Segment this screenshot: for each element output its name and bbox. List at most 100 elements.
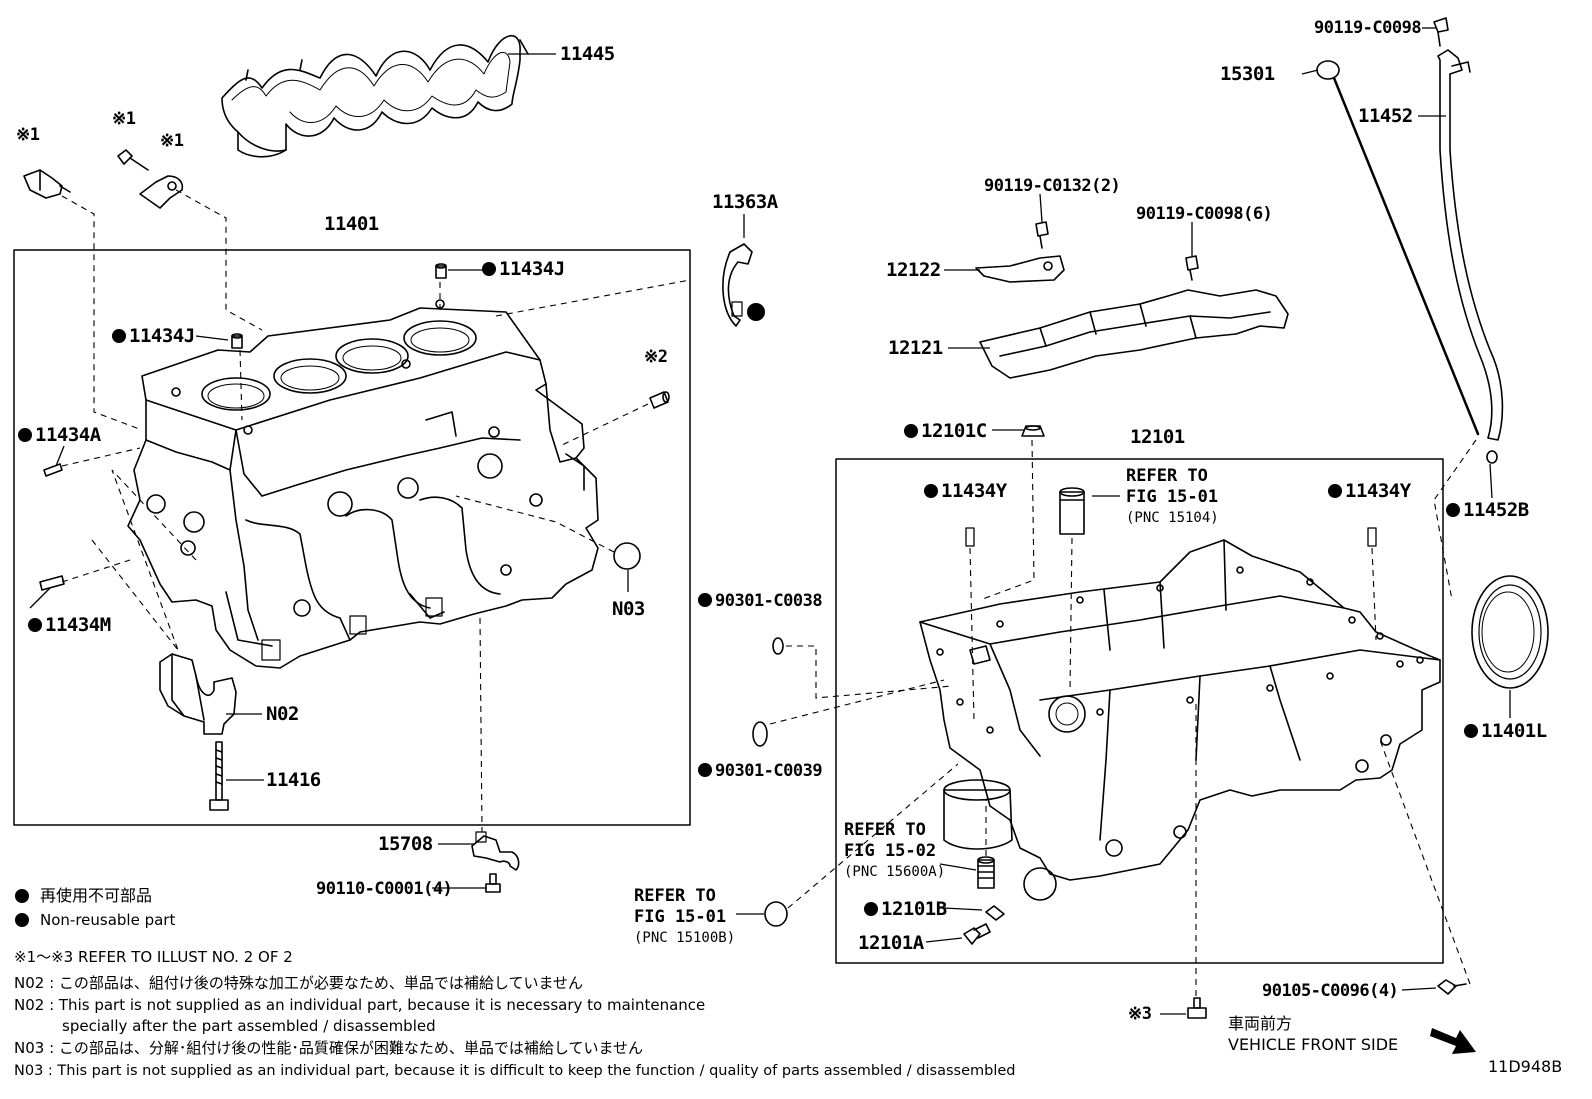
note-refer-illust: ※1〜※3 REFER TO ILLUST NO. 2 OF 2 (14, 948, 293, 966)
sensor-11363A (722, 243, 753, 327)
vehicle-front-arrow (1430, 1028, 1476, 1054)
non-reusable-icon (1328, 484, 1342, 498)
label-11452B[interactable]: 11452B (1446, 499, 1529, 521)
bracket-12122 (975, 255, 1065, 283)
bearing-cap-N02 (159, 653, 237, 735)
pin-11434M (39, 575, 65, 591)
label-N03[interactable]: N03 (612, 598, 645, 620)
cylinder-block-11401 (127, 299, 599, 669)
refer-fig-15-02-pnc-15600A[interactable]: REFER TO FIG 15-02 (PNC 15600A) (844, 820, 946, 880)
mark-1a: ※1 (16, 125, 40, 145)
plug-N03 (613, 542, 641, 570)
bore-4 (403, 320, 477, 356)
filter-15600A (977, 856, 995, 889)
pin-11434A (43, 463, 63, 477)
oil-seal-11401L (1471, 575, 1549, 689)
mark-1b: ※1 (112, 109, 136, 129)
label-11452[interactable]: 11452 (1358, 105, 1413, 127)
note-n03-en: N03 : This part is not supplied as an in… (14, 1063, 1016, 1079)
label-11445[interactable]: 11445 (560, 43, 615, 65)
plug-11434J-left (231, 333, 243, 349)
baffle-plate-12121 (979, 289, 1289, 379)
label-11434J-left[interactable]: 11434J (112, 325, 195, 347)
bolt-90105 (1437, 979, 1467, 995)
label-11434M[interactable]: 11434M (28, 614, 111, 636)
note-n02-en-2: specially after the part assembled / dis… (62, 1017, 436, 1035)
insulator-11445 (221, 34, 529, 158)
non-reusable-icon (482, 262, 496, 276)
label-N02[interactable]: N02 (266, 703, 299, 725)
drain-plug-12101A (963, 923, 991, 945)
bore-1 (201, 377, 271, 411)
label-12101[interactable]: 12101 (1130, 426, 1185, 448)
note-n02-en-1: N02 : This part is not supplied as an in… (14, 996, 706, 1014)
mark-3: ※3 (1128, 1004, 1152, 1024)
o-ring-11452B (1486, 450, 1498, 464)
refer-fig-15-01-pnc-15104[interactable]: REFER TO FIG 15-01 (PNC 15104) (1126, 466, 1219, 526)
label-90301-c0039[interactable]: 90301-C0039 (698, 760, 823, 782)
sensor-mark1c (139, 175, 184, 209)
label-11416[interactable]: 11416 (266, 769, 321, 791)
pin-11434Y-right (1367, 527, 1377, 547)
plug-11434J-top (435, 263, 447, 279)
label-90119-c0132[interactable]: 90119-C0132(2) (984, 176, 1121, 196)
mark-1c: ※1 (160, 131, 184, 151)
bolt-11416 (209, 741, 229, 811)
note-n03-jp: N03 : この部品は、分解･組付け後の性能･品質確保が困難なため、単品では補給… (14, 1039, 644, 1057)
o-ring-90301-c0038 (772, 637, 784, 655)
bolt-90119-c0098-6 (1185, 255, 1199, 281)
o-ring-15100B (764, 901, 788, 927)
gasket-12101B (985, 905, 1005, 921)
non-reusable-icon (1464, 724, 1478, 738)
non-reusable-dot-11363A (747, 303, 765, 321)
non-reusable-icon (112, 329, 126, 343)
label-12101B[interactable]: 12101B (864, 898, 947, 920)
legend-non-reusable-en: Non-reusable part (40, 911, 176, 929)
refer-fig-15-01-pnc-15100B[interactable]: REFER TO FIG 15-01 (PNC 15100B) (634, 886, 736, 946)
legend-non-reusable-jp: 再使用不可部品 (40, 886, 153, 905)
legend-dot-jp (15, 889, 29, 903)
o-ring-90301-c0039 (752, 721, 768, 747)
non-reusable-icon (864, 902, 878, 916)
non-reusable-icon (18, 428, 32, 442)
label-90105-c0096[interactable]: 90105-C0096(4) (1262, 981, 1399, 1001)
plug-12101C (1021, 425, 1045, 437)
label-15301[interactable]: 15301 (1220, 63, 1275, 85)
label-12122[interactable]: 12122 (886, 259, 941, 281)
oil-pan-12101 (919, 539, 1441, 901)
label-11401[interactable]: 11401 (324, 213, 379, 235)
label-15708[interactable]: 15708 (378, 833, 433, 855)
label-11434Y-left[interactable]: 11434Y (924, 480, 1007, 502)
label-12101A[interactable]: 12101A (858, 932, 924, 954)
block-frame (13, 249, 691, 826)
vehicle-front-en: VEHICLE FRONT SIDE (1228, 1035, 1399, 1054)
non-reusable-icon (924, 484, 938, 498)
label-12121[interactable]: 12121 (888, 337, 943, 359)
label-11363A[interactable]: 11363A (712, 191, 778, 213)
oil-jet-15708 (471, 831, 520, 871)
label-11434A[interactable]: 11434A (18, 424, 101, 446)
note-n02-jp: N02 : この部品は、組付け後の特殊な加工が必要なため、単品では補給していませ… (14, 974, 584, 992)
bolt-90119-c0098 (1433, 17, 1449, 47)
label-11434Y-right[interactable]: 11434Y (1328, 480, 1411, 502)
label-90119-c0098-6[interactable]: 90119-C0098(6) (1136, 204, 1273, 224)
label-12101C[interactable]: 12101C (904, 420, 987, 442)
non-reusable-icon (904, 424, 918, 438)
strainer-15104 (1059, 487, 1085, 535)
bolt-90110 (485, 873, 501, 893)
label-11401L[interactable]: 11401L (1464, 720, 1547, 742)
legend-dot-en (15, 913, 29, 927)
non-reusable-icon (698, 763, 712, 777)
vehicle-front-jp: 車両前方 (1228, 1014, 1293, 1033)
label-90110-c0001[interactable]: 90110-C0001(4) (316, 879, 453, 899)
bore-2 (273, 358, 347, 394)
oil-pan-frame (835, 458, 1444, 964)
label-11434J-top[interactable]: 11434J (482, 258, 565, 280)
sensor-mark1a (23, 169, 71, 199)
bolt-mark3 (1187, 997, 1207, 1019)
label-90301-c0038[interactable]: 90301-C0038 (698, 590, 823, 612)
dashed-assembly-lines (61, 189, 1477, 996)
label-90119-c0098[interactable]: 90119-C0098 (1314, 18, 1422, 38)
illustration-id: 11D948B (1488, 1057, 1563, 1076)
